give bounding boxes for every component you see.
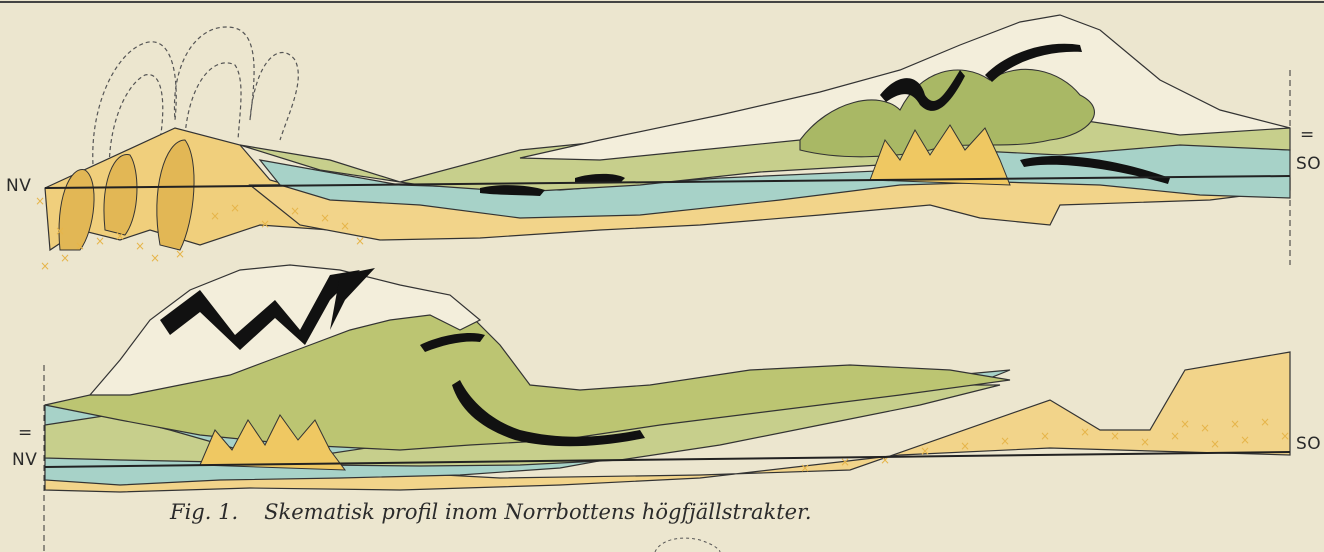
svg-text:×: × <box>1040 429 1050 443</box>
svg-text:×: × <box>1210 437 1220 451</box>
svg-text:×: × <box>75 239 85 253</box>
svg-text:×: × <box>115 229 125 243</box>
svg-text:×: × <box>1000 434 1010 448</box>
figure-number: Fig. 1. <box>170 500 238 524</box>
figure-title: Skematisk profil inom Norrbottens högfjä… <box>264 500 811 524</box>
profile-1-right-label: SO <box>1296 154 1321 174</box>
svg-text:×: × <box>1240 433 1250 447</box>
svg-text:×: × <box>1280 429 1290 443</box>
svg-text:×: × <box>35 194 45 208</box>
svg-text:×: × <box>1170 429 1180 443</box>
svg-text:×: × <box>1110 429 1120 443</box>
svg-text:×: × <box>55 224 65 238</box>
svg-text:×: × <box>290 204 300 218</box>
dashed-arc <box>655 538 720 552</box>
profile-2-left-label: NV <box>12 450 37 470</box>
svg-text:×: × <box>135 239 145 253</box>
svg-text:×: × <box>260 217 270 231</box>
svg-text:×: × <box>880 453 890 467</box>
svg-text:×: × <box>1140 435 1150 449</box>
svg-text:×: × <box>40 259 50 273</box>
svg-text:×: × <box>1200 421 1210 435</box>
profile-1-right-marker: = <box>1300 125 1315 145</box>
svg-text:×: × <box>210 209 220 223</box>
svg-text:×: × <box>1180 417 1190 431</box>
profile-2-left-marker: = <box>18 423 33 443</box>
figure-caption: Fig. 1. Skematisk profil inom Norrbottens… <box>170 500 838 524</box>
svg-text:×: × <box>230 201 240 215</box>
profile-2-right-label: SO <box>1296 434 1321 454</box>
svg-text:×: × <box>355 234 365 248</box>
profile-1: × × × × × × × × × × × × × × × × × <box>35 15 1290 273</box>
svg-text:×: × <box>175 247 185 261</box>
svg-text:×: × <box>340 219 350 233</box>
profile-1-left-label: NV <box>6 176 31 196</box>
svg-text:×: × <box>320 211 330 225</box>
svg-text:×: × <box>60 251 70 265</box>
svg-text:×: × <box>150 251 160 265</box>
svg-text:×: × <box>95 234 105 248</box>
svg-text:×: × <box>1230 417 1240 431</box>
fold-stripes <box>59 140 194 250</box>
svg-text:×: × <box>1080 425 1090 439</box>
svg-text:×: × <box>800 461 810 475</box>
svg-text:×: × <box>1260 415 1270 429</box>
svg-text:×: × <box>960 439 970 453</box>
